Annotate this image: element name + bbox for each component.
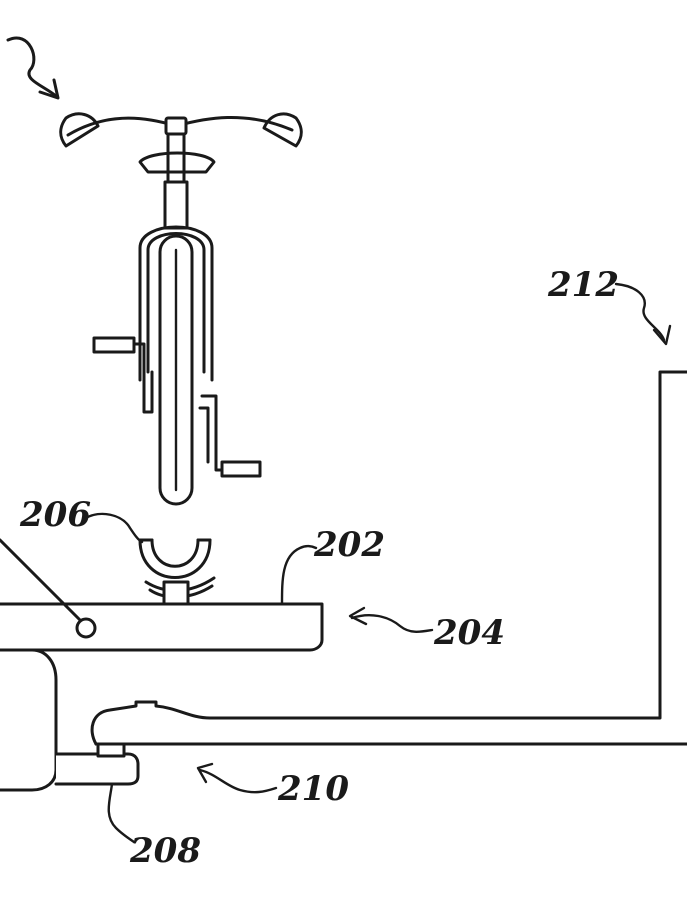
left-pedal	[92, 336, 136, 354]
leader-210	[198, 768, 278, 794]
knob	[75, 617, 97, 639]
ref-204: 204	[433, 613, 505, 653]
ref-208: 208	[129, 831, 201, 871]
leader-206	[84, 512, 144, 544]
leader-208	[107, 782, 136, 844]
platform	[0, 538, 324, 652]
ref-212: 212	[547, 265, 619, 305]
ref-210: 210	[277, 769, 349, 809]
right-pedal	[220, 460, 262, 478]
leader-212	[614, 282, 666, 342]
bicycle-leader-arrow	[6, 36, 58, 98]
ref-206: 206	[19, 495, 91, 535]
fork	[146, 232, 206, 374]
bracket	[54, 752, 140, 786]
ref-202: 202	[313, 525, 385, 565]
bicycle	[59, 112, 303, 506]
leader-202	[280, 544, 318, 606]
pedestal	[0, 648, 140, 792]
leader-204	[350, 614, 434, 633]
support-arm	[90, 370, 687, 746]
